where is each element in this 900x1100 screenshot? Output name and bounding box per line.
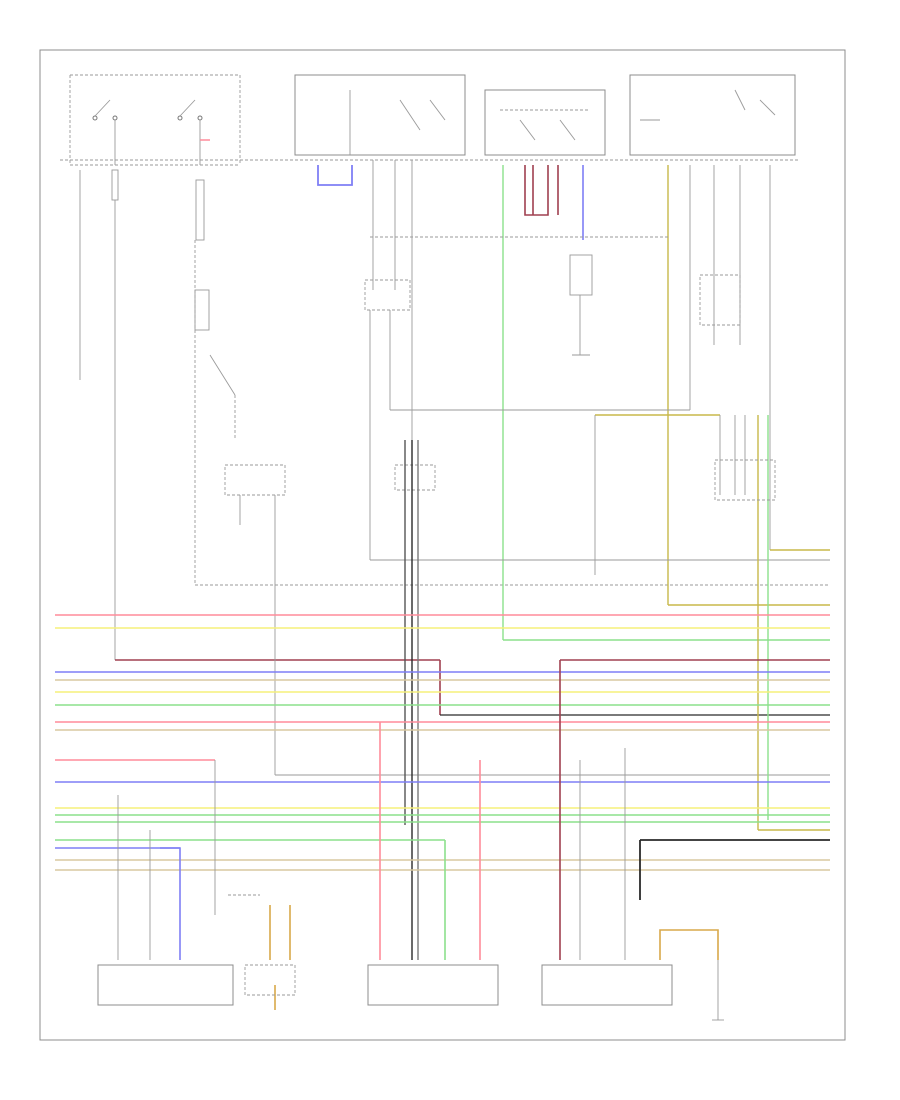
wire-bus (55, 614, 830, 871)
top-module-2 (484, 89, 830, 641)
motion-sensor-1 (97, 964, 234, 1006)
right-connector (594, 414, 830, 831)
ground-symbol (712, 960, 724, 1021)
diagram-frame (39, 49, 846, 1041)
motion-sensor-3 (541, 964, 673, 1006)
relay-sub-block (228, 894, 296, 996)
top-module-3 (629, 74, 830, 606)
top-module-1 (294, 74, 466, 440)
motion-sensor-2 (367, 964, 499, 1006)
ignition-switch-area (69, 74, 241, 241)
center-relay (364, 279, 830, 960)
vertical-drops (117, 660, 719, 1010)
left-vertical-wires (79, 170, 830, 776)
